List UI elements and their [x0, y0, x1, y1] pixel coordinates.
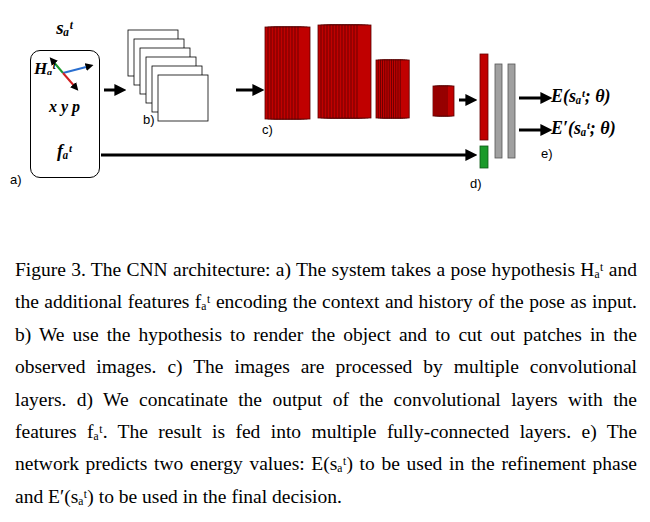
layer-slice: [298, 27, 310, 119]
part-tag: d): [470, 176, 482, 191]
energy-output: E(sₐᵗ; θ): [551, 86, 611, 107]
layer-slice: [158, 75, 208, 121]
layer-slice: [400, 60, 409, 118]
pose-axes: [52, 60, 90, 88]
flow-arrows: [101, 90, 547, 155]
render-patches: [128, 30, 208, 121]
pose-coordinates: x y p: [49, 98, 80, 116]
energy-output: E′(sₐᵗ; θ): [551, 118, 616, 139]
conv-layers: [265, 25, 454, 119]
hypothesis-label: Hₐᵗ: [34, 59, 56, 79]
hypothesis-box: sₐᵗHₐᵗx y pfₐᵗ: [30, 50, 100, 178]
feature-label: fₐᵗ: [57, 141, 72, 162]
layer-slice: [447, 86, 454, 116]
layer-slice: [357, 25, 371, 118]
part-tag: a): [10, 172, 22, 187]
part-tag: b): [143, 112, 155, 127]
figure-caption: Figure 3. The CNN architecture: a) The s…: [15, 254, 637, 513]
part-tag: c): [262, 122, 273, 137]
fc-layers: [480, 54, 515, 168]
part-tag: e): [541, 146, 553, 161]
state-label: sₐᵗ: [56, 17, 73, 39]
